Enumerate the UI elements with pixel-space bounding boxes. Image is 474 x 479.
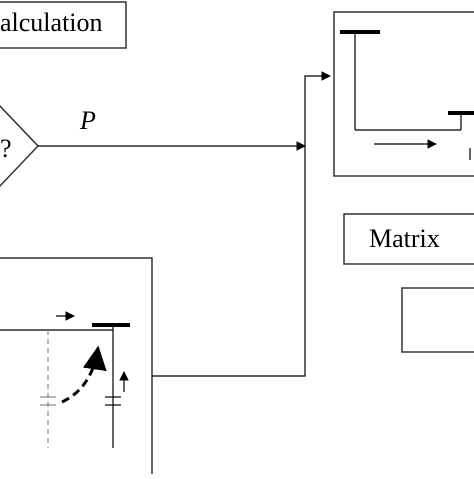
calculation-box (0, 1, 127, 49)
lower-left-panel-box (0, 257, 153, 479)
matrix-label: Matrix (369, 224, 440, 253)
calculation-label: alculation (0, 8, 103, 37)
connector-to-right-panel (304, 71, 331, 146)
question-mark-label: ? (0, 134, 12, 163)
lower-right-box (401, 287, 474, 353)
lower-connector (152, 146, 306, 377)
p-variable-label: P (80, 106, 96, 135)
matrix-box (343, 213, 474, 265)
right-panel-box (333, 11, 474, 177)
curved-dashed-arrow (61, 345, 107, 404)
decision-diamond (0, 105, 40, 187)
